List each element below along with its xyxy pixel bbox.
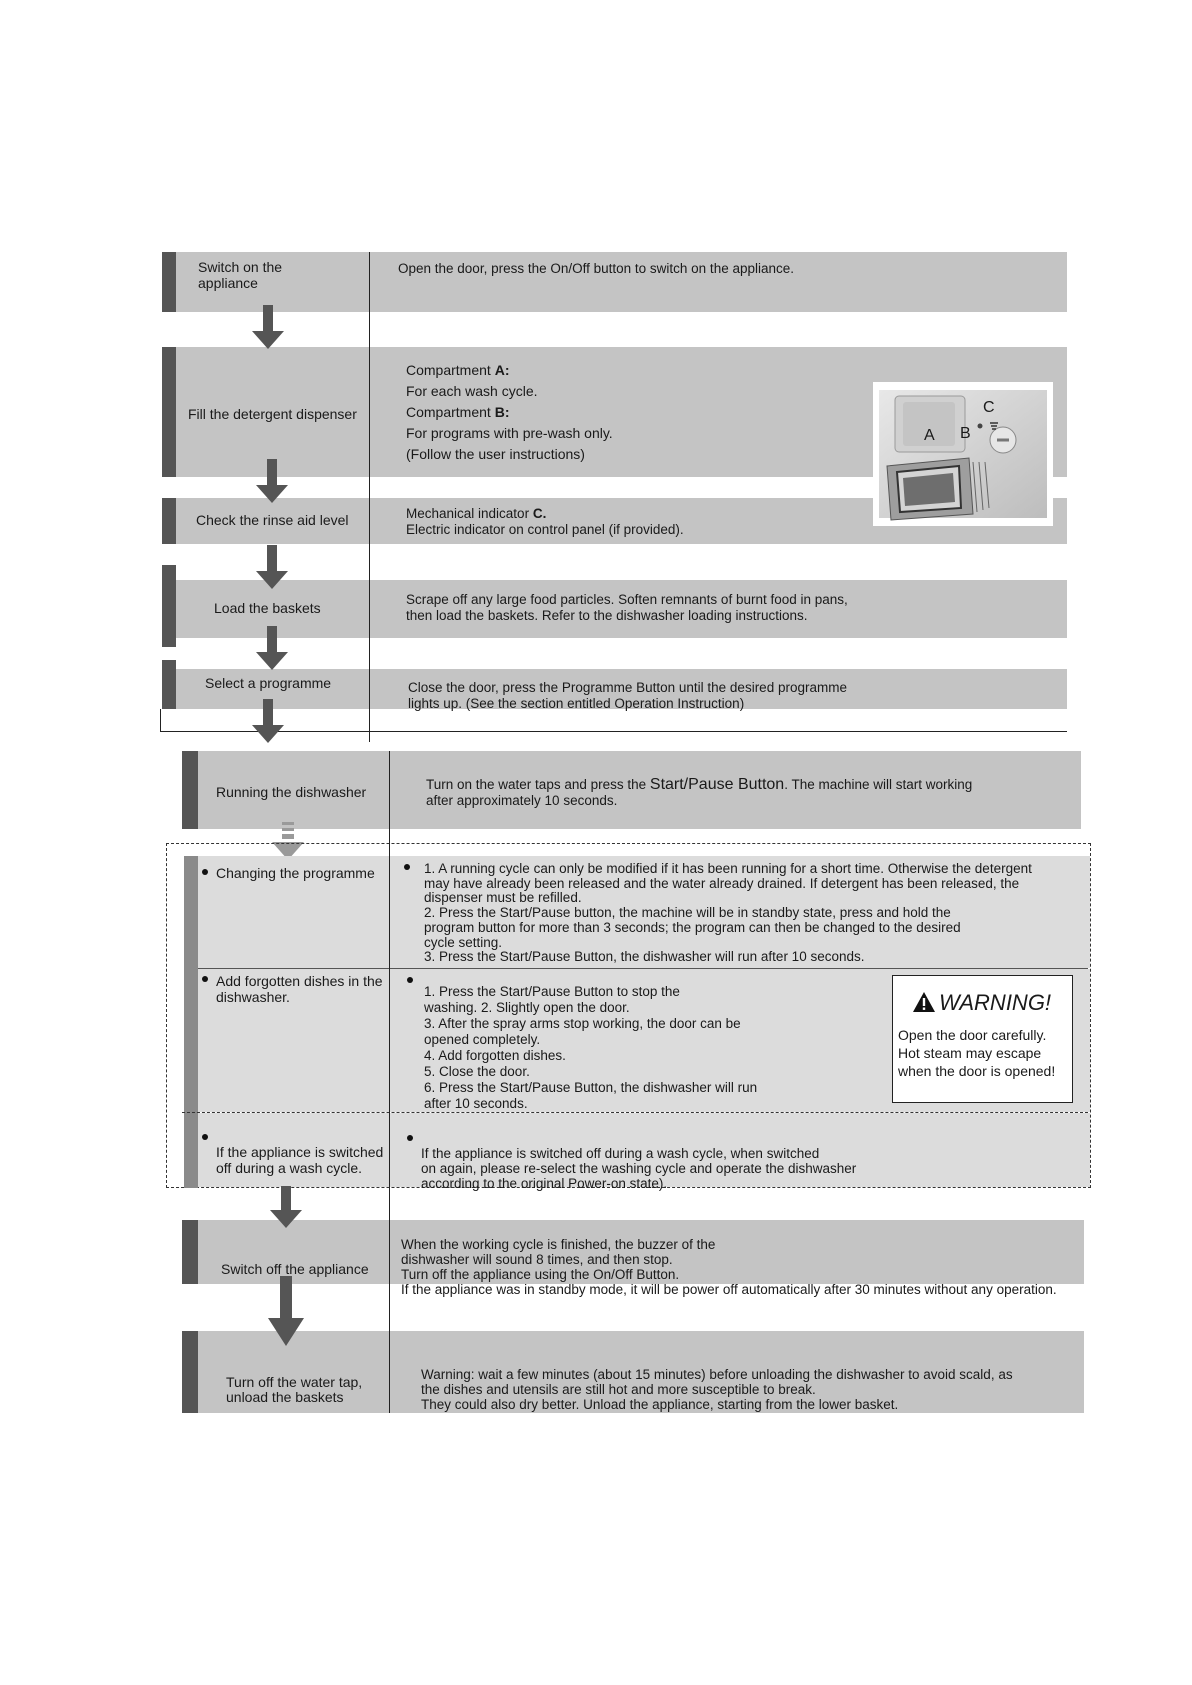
warning-text: Open the door carefully. Hot steam may e… [898,1027,1056,1079]
step-label-switched-off: If the appliance is switched off during … [216,1144,384,1176]
arrow-down-icon [256,626,288,670]
bullet-icon [407,1135,413,1141]
changing-edge [184,856,198,1188]
select-band [162,669,1067,709]
arrow-down-icon [270,1186,302,1228]
unload-text: Warning: wait a few minutes (about 15 mi… [421,1367,1013,1412]
load-band [162,580,1067,638]
warning-title: WARNING! [913,990,1051,1016]
running-band [182,751,1081,829]
step-label-unload: Turn off the water tap, unload the baske… [226,1374,363,1405]
changing-band [184,856,1090,968]
bullet-icon [407,977,413,983]
switch-off-band [182,1220,1084,1284]
step-label-forgotten: Add forgotten dishes in the dishwasher. [216,973,383,1005]
forgotten-dashed-divider [182,1112,1088,1113]
step-label-switch-on: Switch on the appliance [198,259,283,291]
dashed-arrow-down-icon [272,822,304,860]
detergent-dispenser-diagram: A B C [873,382,1053,526]
switch-on-text: Open the door, press the On/Off button t… [398,261,795,276]
upper-bottom-frame-line [160,731,1067,732]
step-label-running: Running the dishwasher [216,784,367,800]
select-text: Close the door, press the Programme Butt… [408,680,847,711]
changing-text: 1. A running cycle can only be modified … [424,861,1032,965]
arrow-down-icon [256,459,288,503]
bullet-icon [202,1134,208,1140]
arrow-down-icon [252,699,284,743]
switch-off-text: When the working cycle is finished, the … [401,1237,1057,1297]
dispenser-illustration [879,390,1047,521]
bullet-icon [404,864,410,870]
arrow-down-icon [252,305,284,349]
running-text: Turn on the water taps and press the Sta… [426,776,973,809]
step-label-changing: Changing the programme [216,865,375,881]
step-label-select: Select a programme [205,675,332,691]
switch-on-band [162,252,1067,312]
select-edge [162,660,176,709]
running-edge [182,751,198,829]
arrow-down-icon [256,545,288,589]
load-edge [162,565,176,647]
forgotten-text: 1. Press the Start/Pause Button to stop … [424,984,758,1111]
arrow-down-icon [268,1276,304,1346]
switched-off-band [198,1113,1090,1187]
step-label-rinse: Check the rinse aid level [196,512,349,528]
switch-on-edge [162,252,176,312]
bullet-icon [202,976,208,982]
step-label-switch-off: Switch off the appliance [221,1261,369,1277]
step-label-detergent: Fill the detergent dispenser [188,406,357,422]
lower-divider-line [389,751,390,1413]
upper-divider-line [369,252,370,742]
unload-band [182,1331,1084,1413]
upper-left-frame-line [160,709,161,731]
rinse-edge [162,498,176,544]
detergent-text: Compartment A: For each wash cycle. Comp… [406,362,613,462]
bullet-icon [202,869,208,875]
diagram-label-b: B [960,425,971,442]
warning-box: WARNING! Open the door carefully. Hot st… [892,975,1073,1103]
load-text: Scrape off any large food particles. Sof… [406,592,848,623]
diagram-label-a: A [924,427,935,444]
optional-steps-dashed-box [166,843,1091,1188]
diagram-label-c: C [983,399,995,416]
detergent-edge [162,347,176,477]
step-label-load: Load the baskets [214,600,321,616]
switched-off-text: If the appliance is switched off during … [421,1146,857,1191]
changing-divider [198,968,1088,969]
unload-edge [182,1331,198,1413]
rinse-text: Mechanical indicator C. Electric indicat… [406,506,684,537]
switch-off-edge [182,1220,198,1284]
warning-triangle-icon [913,992,935,1012]
